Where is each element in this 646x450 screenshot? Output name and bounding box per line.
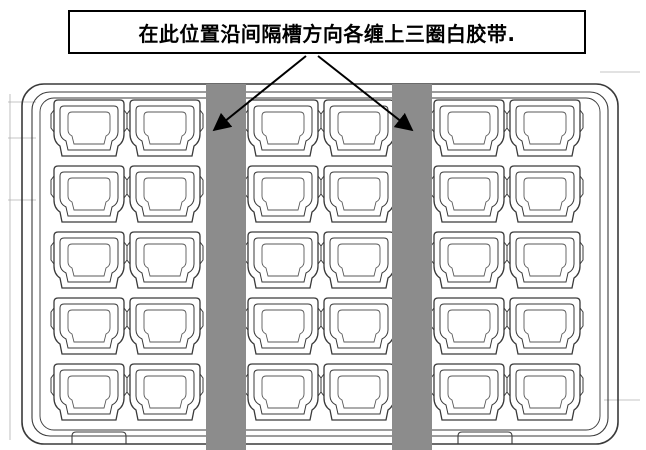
tray-cell [430,297,508,355]
callout-text: 在此位置沿间隔槽方向各缠上三圈白胶带. [138,21,516,46]
tray-cell [244,231,322,289]
tray-cell [430,99,508,157]
tray-cell [430,165,508,223]
tray-cell [244,99,322,157]
tray-cell [430,363,508,421]
tray-outline [21,83,619,445]
tray-cell [320,363,398,421]
tray-cell [506,363,584,421]
tray-cell [126,231,204,289]
tray-cell [320,297,398,355]
tray-cell [50,297,128,355]
tray-cell [50,165,128,223]
callout-arrow-left [212,55,307,132]
tray-cell [506,297,584,355]
tray-cell [244,297,322,355]
tray-cells [50,99,584,421]
tray-cell [506,231,584,289]
tray-cell [320,231,398,289]
tray-cell [244,165,322,223]
tray-cell [244,363,322,421]
tray-cell [126,363,204,421]
tray-cell [50,99,128,157]
tray-cell [126,297,204,355]
tape-strip-right [392,84,432,450]
callout-box: 在此位置沿间隔槽方向各缠上三圈白胶带. [68,10,586,54]
tray-cell [506,165,584,223]
tray-cell [320,165,398,223]
tray-cell [430,231,508,289]
tray-cell [50,363,128,421]
callout-arrow-right [317,55,414,132]
tape-strip-left [206,84,246,450]
tray-cell [126,165,204,223]
tray-cell [506,99,584,157]
tray-cell [50,231,128,289]
tray-cell [126,99,204,157]
